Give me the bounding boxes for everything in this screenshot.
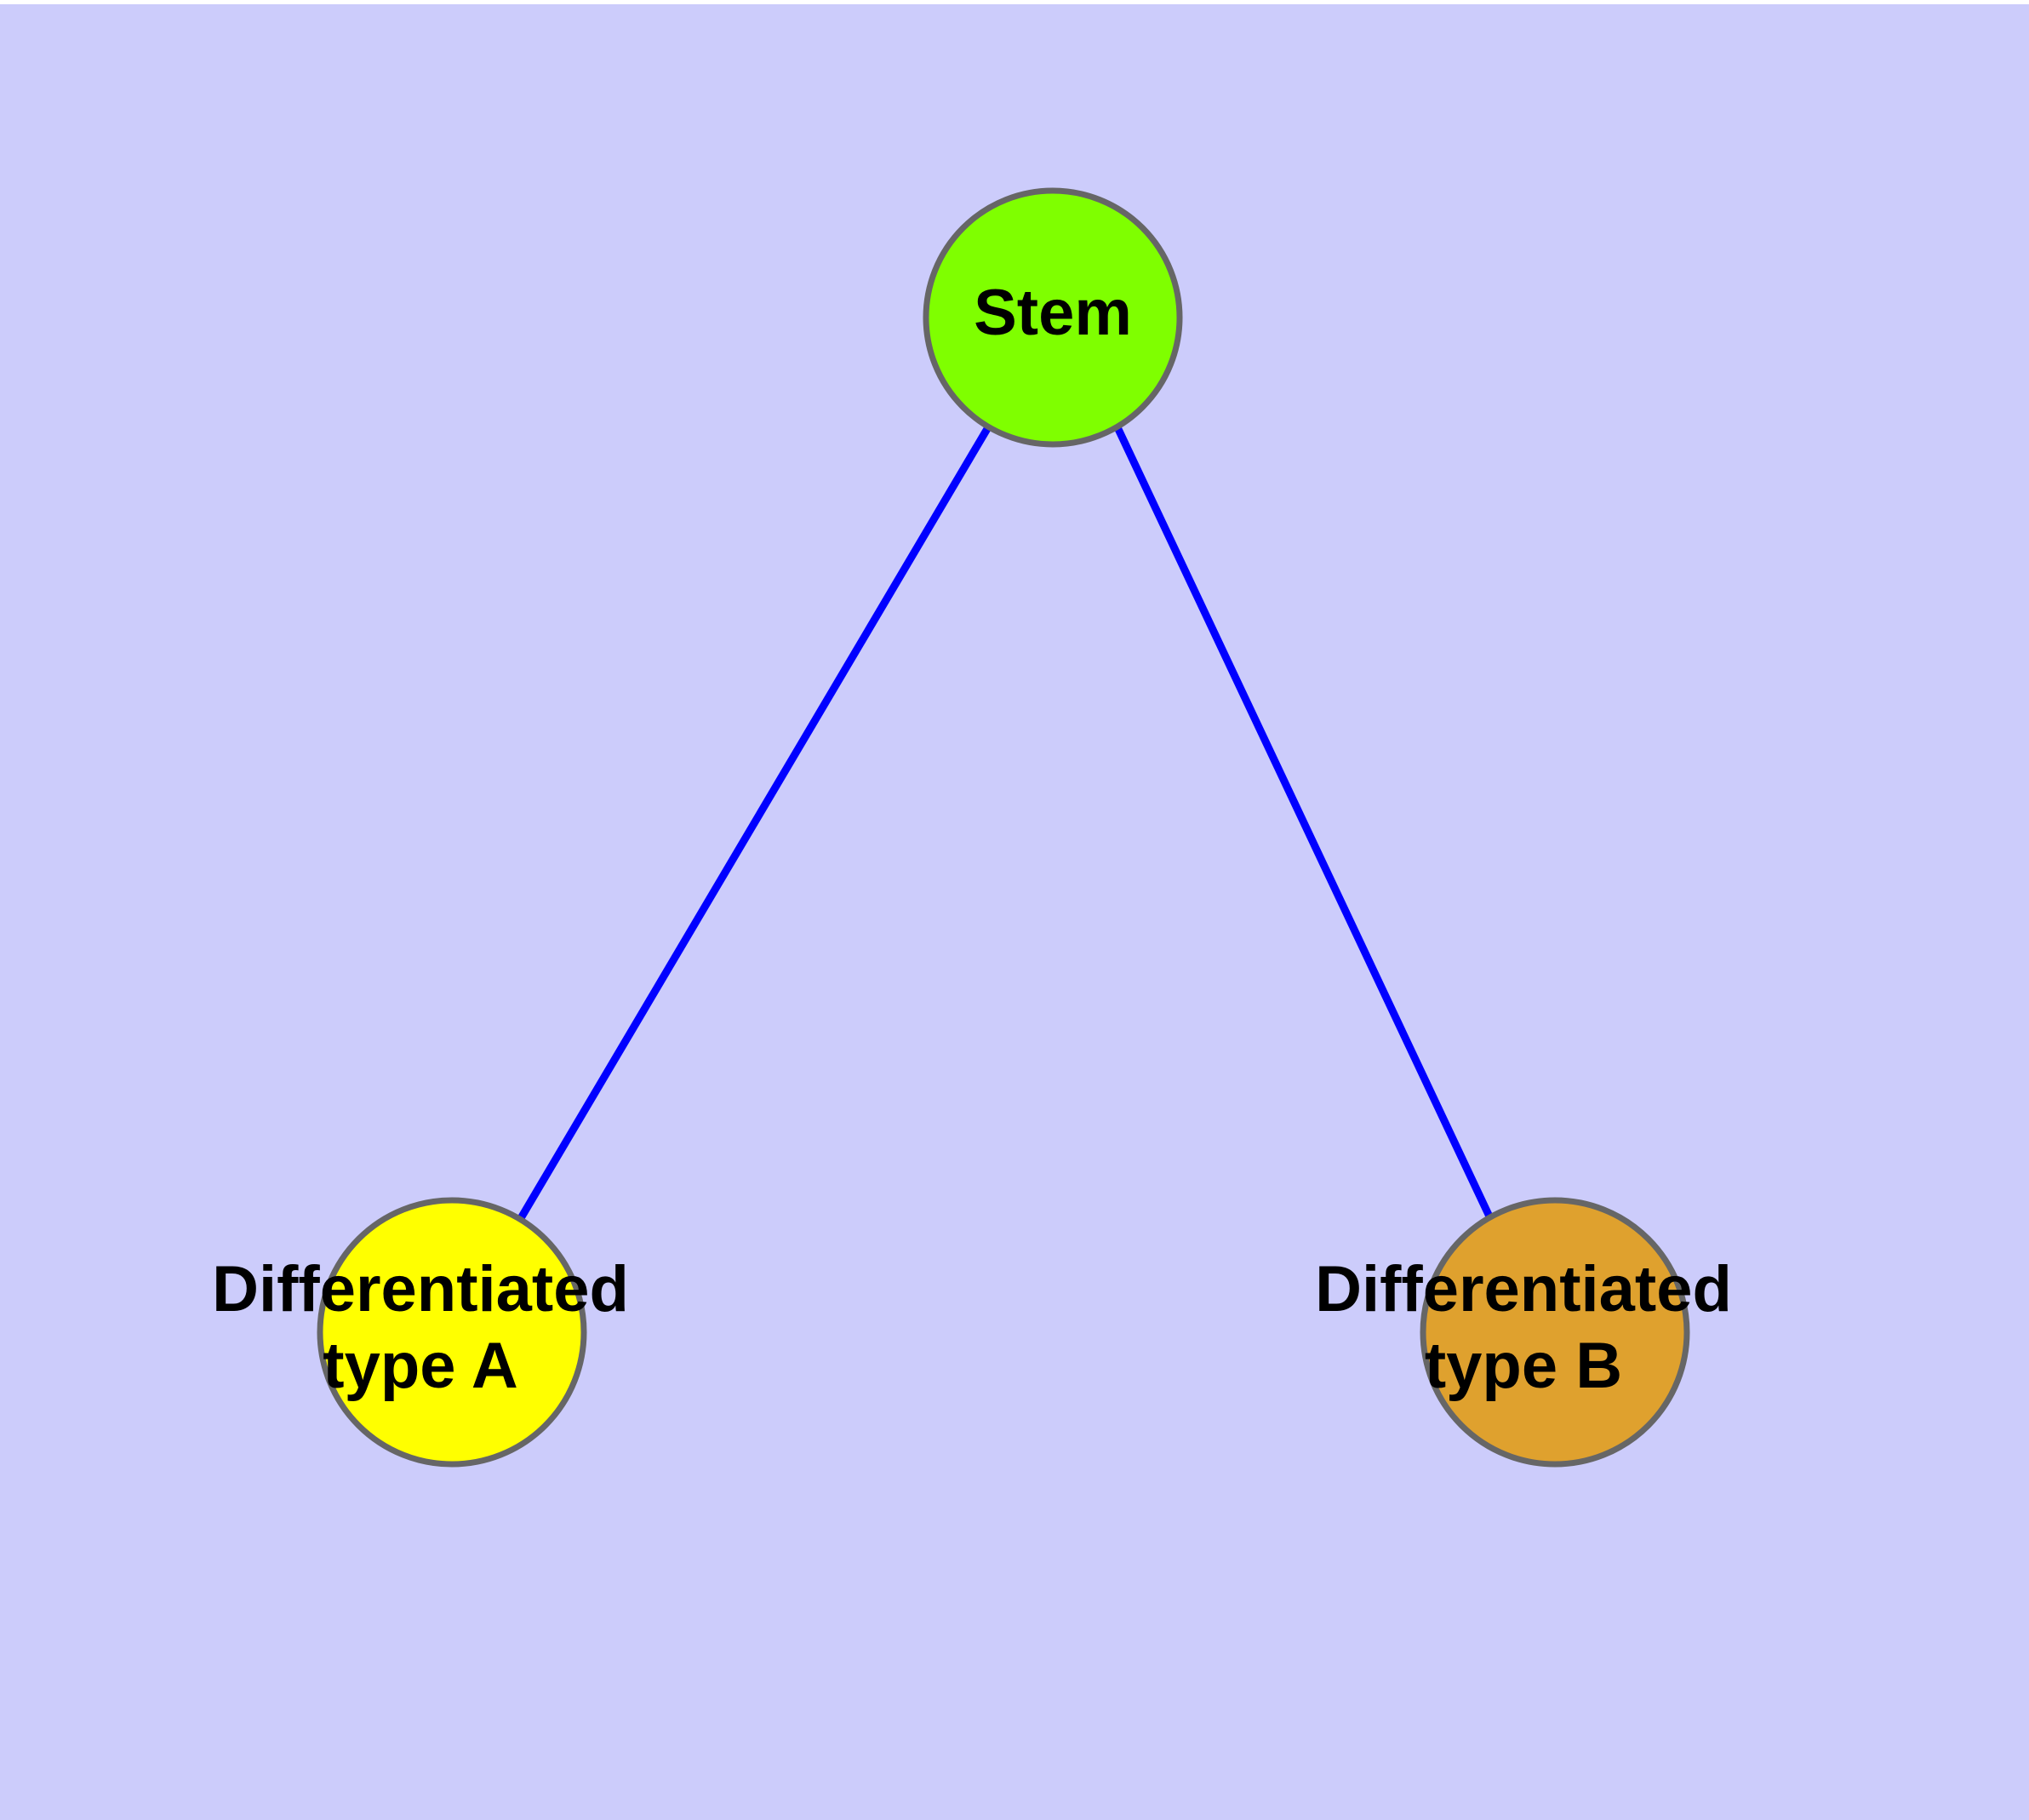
node-label-line: type A <box>323 1330 517 1402</box>
node-label-line: Differentiated <box>1315 1253 1732 1325</box>
node-circle-diff_a[interactable] <box>317 1197 587 1468</box>
node-stem[interactable] <box>923 187 1183 448</box>
node-label-line: type B <box>1425 1330 1622 1402</box>
node-diff_a[interactable] <box>317 1197 587 1468</box>
node-circle-stem[interactable] <box>923 187 1183 448</box>
node-label-stem: Stem <box>974 277 1132 349</box>
node-circle-diff_b[interactable] <box>1420 1197 1690 1468</box>
edges-group <box>517 425 1494 1221</box>
edge-stem-diff-a[interactable] <box>517 425 992 1221</box>
node-label-line: Differentiated <box>212 1253 629 1325</box>
node-diff_b[interactable] <box>1420 1197 1690 1468</box>
edge-stem-diff-b[interactable] <box>1113 426 1494 1218</box>
node-label-line: Stem <box>974 277 1132 349</box>
